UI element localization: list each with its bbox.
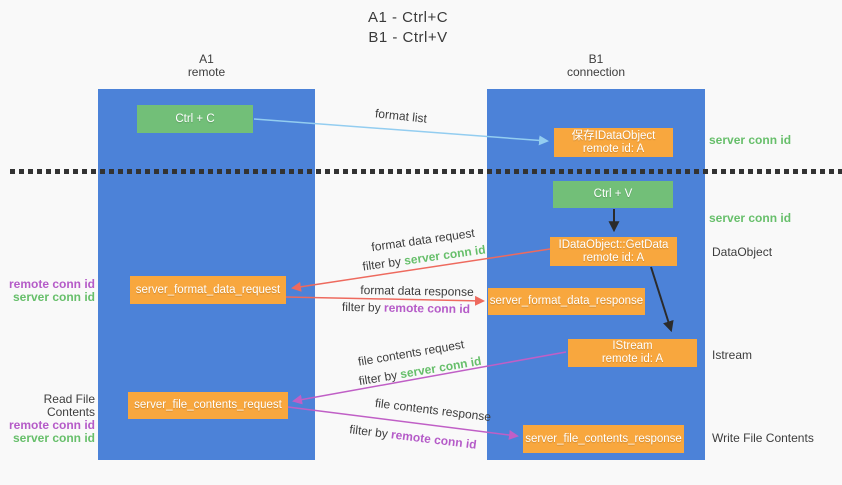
right-label-write-file-contents: Write File Contents: [712, 431, 814, 445]
label-filter-by-remote-conn-id-1: filter by remote conn id: [342, 300, 470, 316]
node-ctrl-c: Ctrl + C: [137, 105, 253, 133]
left-label-group-format: remote conn id server conn id: [0, 278, 95, 304]
column-header-a1: A1 remote: [98, 53, 315, 79]
column-b1-name: B1: [588, 52, 604, 66]
left-label-read-file-contents: Read File Contents: [43, 392, 95, 419]
node-format-response-label: server_format_data_response: [489, 295, 644, 307]
left-label-group-file: Read File Contents remote conn id server…: [0, 393, 95, 445]
node-istream-line1: IStream: [612, 340, 653, 352]
column-a1-subtitle: remote: [187, 65, 226, 79]
node-istream-line2: remote id: A: [601, 353, 664, 365]
title-line-1: A1 - Ctrl+C: [367, 9, 449, 26]
diagram-title: A1 - Ctrl+C B1 - Ctrl+V: [308, 8, 508, 48]
right-label-server-conn-id-mid: server conn id: [709, 211, 792, 225]
left-label-server-conn-id-2: server conn id: [12, 431, 95, 445]
dotted-separator-line: [10, 169, 842, 174]
column-a1-name: A1: [199, 52, 214, 66]
node-server-format-data-request: server_format_data_request: [130, 276, 286, 304]
node-server-file-contents-response: server_file_contents_response: [523, 425, 684, 453]
node-file-response-label: server_file_contents_response: [525, 432, 682, 445]
node-save-idataobject-line2: remote id: A: [582, 142, 645, 155]
label-filter-by-remote-conn-id-2: filter by remote conn id: [349, 422, 478, 451]
label-file-contents-response-text: file contents response: [374, 395, 492, 425]
node-ctrl-v-label: Ctrl + V: [593, 188, 633, 200]
node-save-idataobject: 保存IDataObject remote id: A: [554, 128, 673, 157]
label-file-contents-response: file contents response: [374, 396, 492, 424]
column-b1-subtitle: connection: [566, 65, 626, 79]
label-format-list-text: format list: [374, 106, 428, 126]
filter-by-text: filter by: [341, 299, 385, 315]
title-line-2: B1 - Ctrl+V: [368, 29, 448, 46]
node-server-format-data-response: server_format_data_response: [488, 288, 645, 315]
node-server-file-contents-request: server_file_contents_request: [128, 392, 288, 419]
node-idataobject-getdata: IDataObject::GetData remote id: A: [550, 237, 677, 266]
node-ctrl-c-label: Ctrl + C: [175, 112, 215, 125]
column-header-b1: B1 connection: [487, 53, 705, 79]
remote-conn-id-text: remote conn id: [383, 300, 471, 317]
label-format-list: format list: [374, 106, 427, 125]
left-label-remote-conn-id-2: remote conn id: [8, 418, 95, 432]
left-label-remote-conn-id: remote conn id: [8, 277, 95, 291]
right-label-istream: Istream: [712, 348, 753, 362]
node-save-idataobject-line1: 保存IDataObject: [571, 129, 656, 142]
filter-by-text: filter by: [361, 253, 406, 274]
node-istream: IStream remote id: A: [568, 339, 697, 367]
left-label-server-conn-id: server conn id: [12, 290, 95, 304]
label-format-data-response-text: format data response: [360, 283, 474, 299]
right-label-dataobject: DataObject: [712, 245, 773, 259]
node-getdata-line1: IDataObject::GetData: [558, 238, 669, 251]
node-ctrl-v: Ctrl + V: [553, 181, 673, 208]
remote-conn-id-text: remote conn id: [390, 427, 478, 452]
node-getdata-line2: remote id: A: [582, 251, 645, 264]
node-format-request-label: server_format_data_request: [135, 283, 281, 296]
label-format-data-response: format data response: [360, 283, 474, 299]
filter-by-text: filter by: [357, 367, 402, 389]
node-file-request-label: server_file_contents_request: [134, 399, 282, 411]
filter-by-text: filter by: [348, 422, 393, 442]
right-label-server-conn-id-top: server conn id: [709, 133, 792, 147]
